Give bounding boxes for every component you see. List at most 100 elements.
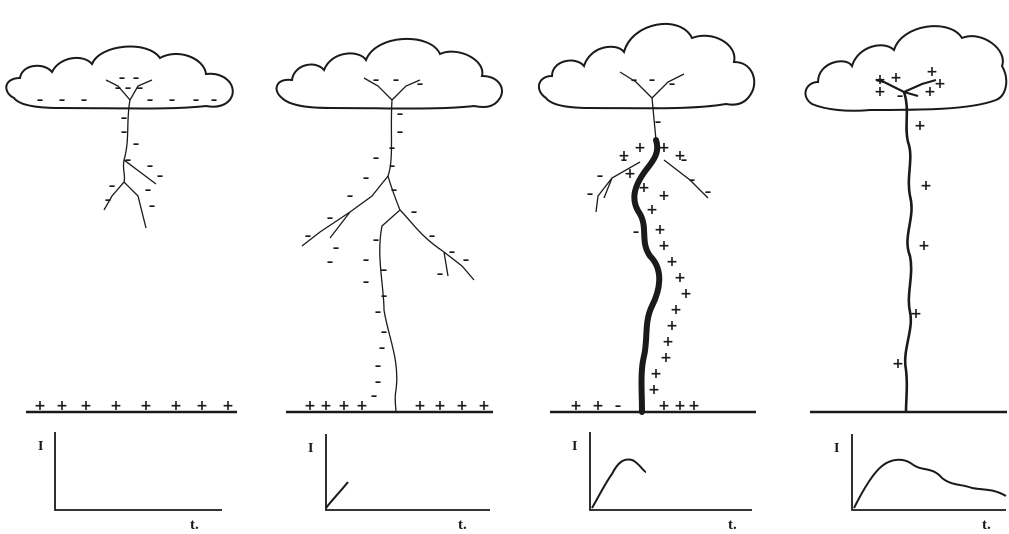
positive-charge-sign: + — [592, 398, 604, 414]
graph-4: I t. — [834, 434, 1007, 533]
charge-signs: ––––––––––––––––––––––++++++++––––––––––… — [34, 64, 946, 414]
positive-charge-sign: + — [918, 238, 930, 254]
positive-charge-sign: + — [222, 398, 234, 414]
negative-charge-sign: – — [105, 193, 112, 208]
positive-charge-sign: + — [618, 148, 630, 164]
axes-2 — [325, 434, 490, 511]
positive-charge-sign: + — [674, 148, 686, 164]
negative-charge-sign: – — [133, 71, 140, 86]
positive-charge-sign: + — [304, 398, 316, 414]
current-curve-4 — [853, 458, 1007, 509]
negative-charge-sign: – — [121, 125, 128, 140]
negative-charge-sign: – — [371, 389, 378, 404]
negative-charge-sign: – — [149, 199, 156, 214]
negative-charge-sign: – — [373, 233, 380, 248]
positive-charge-sign: + — [650, 366, 662, 382]
panel-4: I t. — [804, 25, 1008, 533]
negative-charge-sign: – — [633, 225, 640, 240]
panel-2: I t. — [275, 37, 503, 533]
axis-label-x-4: t. — [982, 517, 991, 533]
positive-charge-sign: + — [80, 398, 92, 414]
positive-charge-sign: + — [666, 254, 678, 270]
negative-charge-sign: – — [125, 153, 132, 168]
negative-charge-sign: – — [681, 153, 688, 168]
axis-label-x-3: t. — [728, 517, 737, 533]
cloud-3 — [537, 23, 756, 110]
positive-charge-sign: + — [110, 398, 122, 414]
positive-charge-sign: + — [920, 178, 932, 194]
negative-charge-sign: – — [381, 263, 388, 278]
negative-charge-sign: – — [411, 205, 418, 220]
negative-charge-sign: – — [615, 399, 622, 414]
positive-charge-sign: + — [670, 302, 682, 318]
negative-charge-sign: – — [463, 253, 470, 268]
negative-charge-sign: – — [59, 93, 66, 108]
axis-label-y-1: I — [38, 439, 43, 454]
positive-charge-sign: + — [934, 76, 946, 92]
negative-charge-sign: – — [389, 159, 396, 174]
axis-label-x-2: t. — [458, 517, 467, 533]
negative-charge-sign: – — [375, 359, 382, 374]
positive-charge-sign: + — [434, 398, 446, 414]
negative-charge-sign: – — [363, 171, 370, 186]
negative-charge-sign: – — [333, 241, 340, 256]
negative-charge-sign: – — [119, 71, 126, 86]
axis-label-y-4: I — [834, 441, 839, 456]
leader-branches-2 — [301, 77, 475, 413]
positive-charge-sign: + — [56, 398, 68, 414]
positive-charge-sign: + — [910, 306, 922, 322]
negative-charge-sign: – — [705, 185, 712, 200]
negative-charge-sign: – — [393, 73, 400, 88]
positive-charge-sign: + — [170, 398, 182, 414]
positive-charge-sign: + — [658, 398, 670, 414]
positive-charge-sign: + — [892, 356, 904, 372]
positive-charge-sign: + — [914, 118, 926, 134]
negative-charge-sign: – — [125, 81, 132, 96]
positive-charge-sign: + — [320, 398, 332, 414]
positive-charge-sign: + — [926, 64, 938, 80]
negative-charge-sign: – — [375, 305, 382, 320]
negative-charge-sign: – — [193, 93, 200, 108]
positive-charge-sign: + — [658, 238, 670, 254]
positive-charge-sign: + — [874, 72, 886, 88]
negative-charge-sign: – — [897, 89, 904, 104]
negative-charge-sign: – — [373, 73, 380, 88]
negative-charge-sign: – — [417, 77, 424, 92]
positive-charge-sign: + — [414, 398, 426, 414]
negative-charge-sign: – — [363, 275, 370, 290]
axis-label-y-3: I — [572, 439, 577, 454]
negative-charge-sign: – — [121, 111, 128, 126]
positive-charge-sign: + — [456, 398, 468, 414]
positive-charge-sign: + — [660, 350, 672, 366]
current-curve-3 — [591, 458, 647, 509]
positive-charge-sign: + — [680, 286, 692, 302]
negative-charge-sign: – — [655, 115, 662, 130]
current-curve-2 — [325, 481, 349, 509]
axis-label-x-1: t. — [190, 517, 199, 533]
negative-charge-sign: – — [373, 151, 380, 166]
positive-charge-sign: + — [874, 84, 886, 100]
return-stroke-channel — [631, 137, 663, 415]
positive-charge-sign: + — [654, 222, 666, 238]
leader-branches-3 — [595, 71, 709, 213]
negative-charge-sign: – — [37, 93, 44, 108]
negative-charge-sign: – — [381, 325, 388, 340]
negative-charge-sign: – — [327, 211, 334, 226]
negative-charge-sign: – — [211, 93, 218, 108]
negative-charge-sign: – — [653, 101, 660, 116]
panel-3: I t. — [537, 23, 756, 533]
panel-1: I t. — [5, 45, 237, 533]
positive-charge-sign: + — [570, 398, 582, 414]
negative-charge-sign: – — [81, 93, 88, 108]
positive-charge-sign: + — [658, 140, 670, 156]
positive-charge-sign: + — [666, 318, 678, 334]
negative-charge-sign: – — [363, 253, 370, 268]
negative-charge-sign: – — [597, 169, 604, 184]
negative-charge-sign: – — [391, 183, 398, 198]
graph-3: I t. — [572, 432, 752, 533]
axis-label-y-2: I — [308, 441, 313, 456]
negative-charge-sign: – — [305, 229, 312, 244]
negative-charge-sign: – — [689, 173, 696, 188]
negative-charge-sign: – — [115, 81, 122, 96]
